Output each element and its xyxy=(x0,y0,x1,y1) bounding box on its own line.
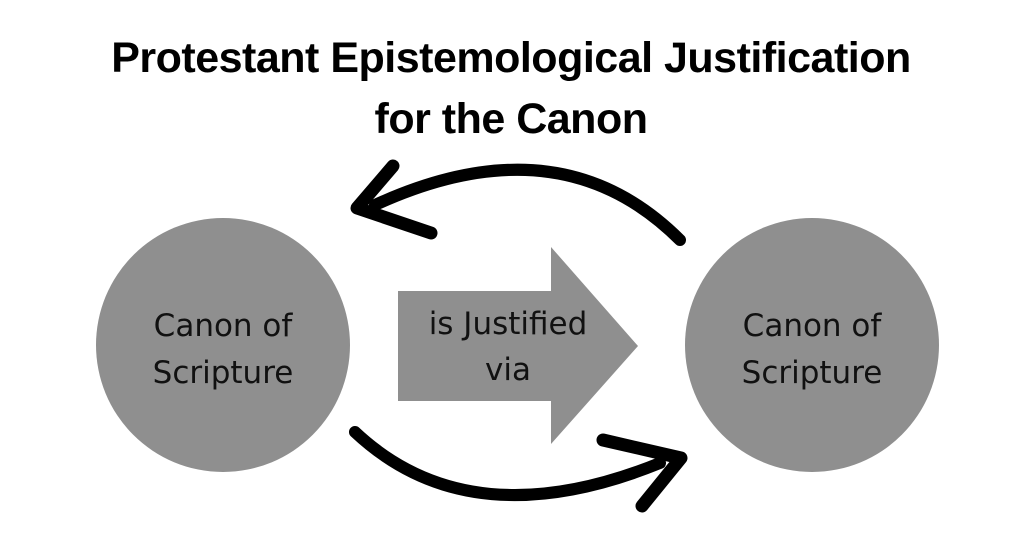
title-line-1: Protestant Epistemological Justification xyxy=(111,34,911,82)
node-right: Canon of Scripture xyxy=(685,218,939,472)
curved-arrow-top-shaft xyxy=(369,163,686,246)
arrow-head-left-icon xyxy=(350,159,438,240)
node-left-label-line-1: Canon of xyxy=(154,308,294,344)
node-right-circle xyxy=(685,218,939,472)
curved-arrow-bottom-shaft xyxy=(349,426,666,502)
curved-arrow-top xyxy=(350,159,686,246)
title-line-2: for the Canon xyxy=(374,95,648,143)
node-left-label-line-2: Scripture xyxy=(153,355,294,391)
connector-arrow: is Justified via xyxy=(398,247,638,444)
curved-arrow-bottom xyxy=(349,426,688,513)
node-left: Canon of Scripture xyxy=(96,218,350,472)
diagram-title: Protestant Epistemological Justification… xyxy=(0,28,1022,150)
connector-label-line-1: is Justified xyxy=(429,306,588,342)
block-arrow-right-icon xyxy=(398,247,638,444)
node-left-circle xyxy=(96,218,350,472)
node-right-label-line-1: Canon of xyxy=(743,308,883,344)
arrow-head-right-icon xyxy=(596,433,688,513)
connector-label-line-2: via xyxy=(485,352,531,388)
node-right-label-line-2: Scripture xyxy=(742,355,883,391)
